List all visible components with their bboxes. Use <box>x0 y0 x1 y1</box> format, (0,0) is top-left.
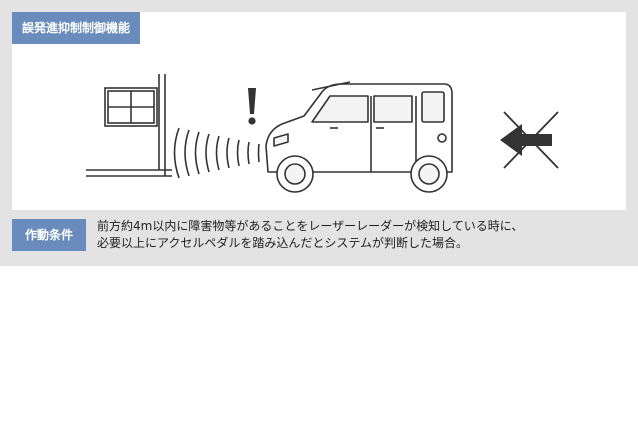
illustration-area <box>12 12 626 210</box>
crossed-arrow-icon <box>500 111 559 169</box>
wall-window-icon <box>86 74 172 177</box>
info-panel: 誤発進抑制制御機能 作動条件 前方約4m以内に障害物等があることをレーザーレーダ… <box>0 0 638 266</box>
condition-line-2: 必要以上にアクセルペダルを踏み込んだとシステムが判断した場合。 <box>97 236 469 250</box>
warning-exclamation-icon <box>248 88 256 125</box>
condition-description: 前方約4m以内に障害物等があることをレーザーレーダーが検知している時に、 必要以… <box>97 218 627 252</box>
condition-line-1: 前方約4m以内に障害物等があることをレーザーレーダーが検知している時に、 <box>97 219 524 233</box>
condition-label: 作動条件 <box>12 219 86 251</box>
car-icon <box>265 81 453 193</box>
illustration-svg <box>86 74 559 193</box>
feature-title: 誤発進抑制制御機能 <box>12 12 141 44</box>
sensor-wave-icon <box>173 127 260 179</box>
